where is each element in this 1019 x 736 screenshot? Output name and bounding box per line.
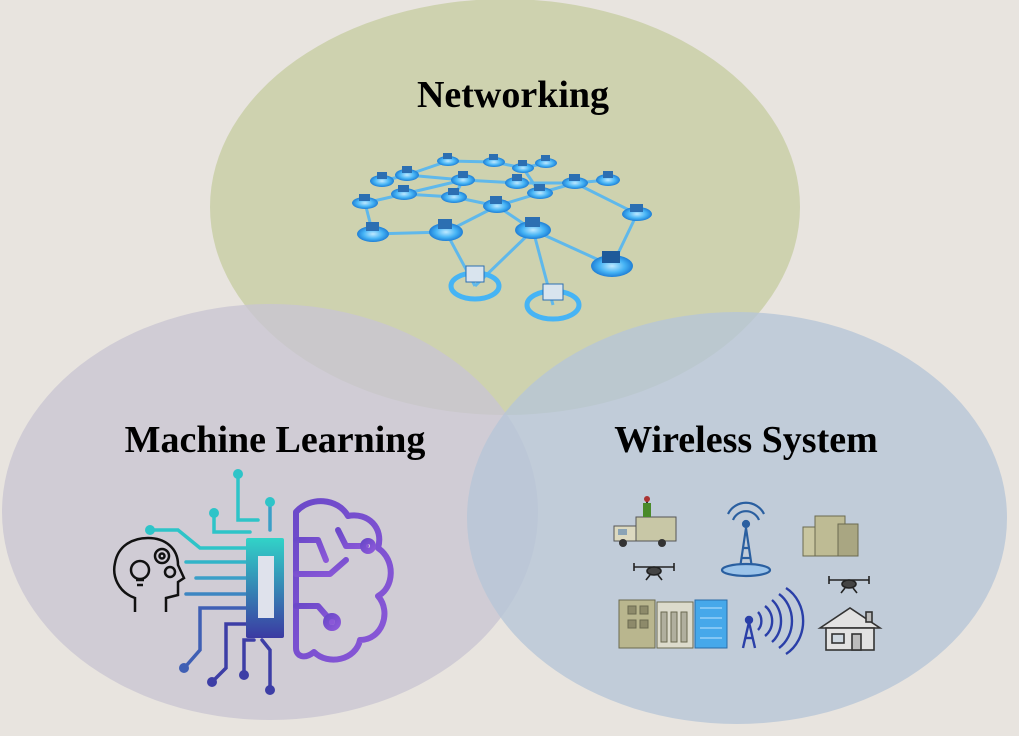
- ai-brain-circuit-icon: [113, 469, 394, 695]
- network-node: [535, 155, 557, 168]
- network-node: [391, 185, 417, 200]
- venn-circle-wireless-system: [467, 312, 1007, 724]
- circuit-traces: [150, 475, 272, 690]
- network-node: [441, 188, 467, 203]
- office-building-icon: [802, 515, 859, 557]
- cell-tower-icon: [720, 501, 772, 578]
- network-node: [357, 222, 389, 242]
- network-node: [483, 196, 511, 213]
- network-node: [352, 194, 378, 209]
- broadcast-truck-icon: [613, 496, 677, 547]
- network-node: [591, 251, 633, 277]
- network-nodes: [352, 153, 652, 322]
- machine-learning-label: Machine Learning: [124, 419, 426, 461]
- skyscrapers-icon: [618, 599, 728, 649]
- network-node: [437, 153, 459, 166]
- network-node: [483, 154, 505, 167]
- network-node: [512, 160, 534, 173]
- network-node: [451, 171, 475, 186]
- network-node: [596, 171, 620, 186]
- wireless-infrastructure-icon: [613, 496, 883, 656]
- network-node: [562, 174, 588, 189]
- drone-icon: [633, 563, 675, 581]
- network-node: [505, 174, 529, 189]
- brain-icon: [293, 498, 394, 663]
- circuit-pads: [145, 469, 275, 695]
- network-node: [622, 204, 652, 221]
- network-node: [395, 166, 419, 181]
- network-node: [448, 265, 502, 302]
- wireless-system-label: Wireless System: [614, 419, 878, 461]
- signal-antenna-icon: [741, 586, 805, 656]
- house-icon: [817, 607, 883, 651]
- networking-label: Networking: [416, 74, 610, 116]
- drone-icon: [828, 576, 870, 594]
- head-lightbulb-icon: [113, 536, 186, 612]
- network-node: [524, 283, 582, 322]
- network-node: [515, 217, 551, 239]
- network-node: [429, 219, 463, 241]
- network-node: [370, 172, 394, 187]
- network-node: [527, 184, 553, 199]
